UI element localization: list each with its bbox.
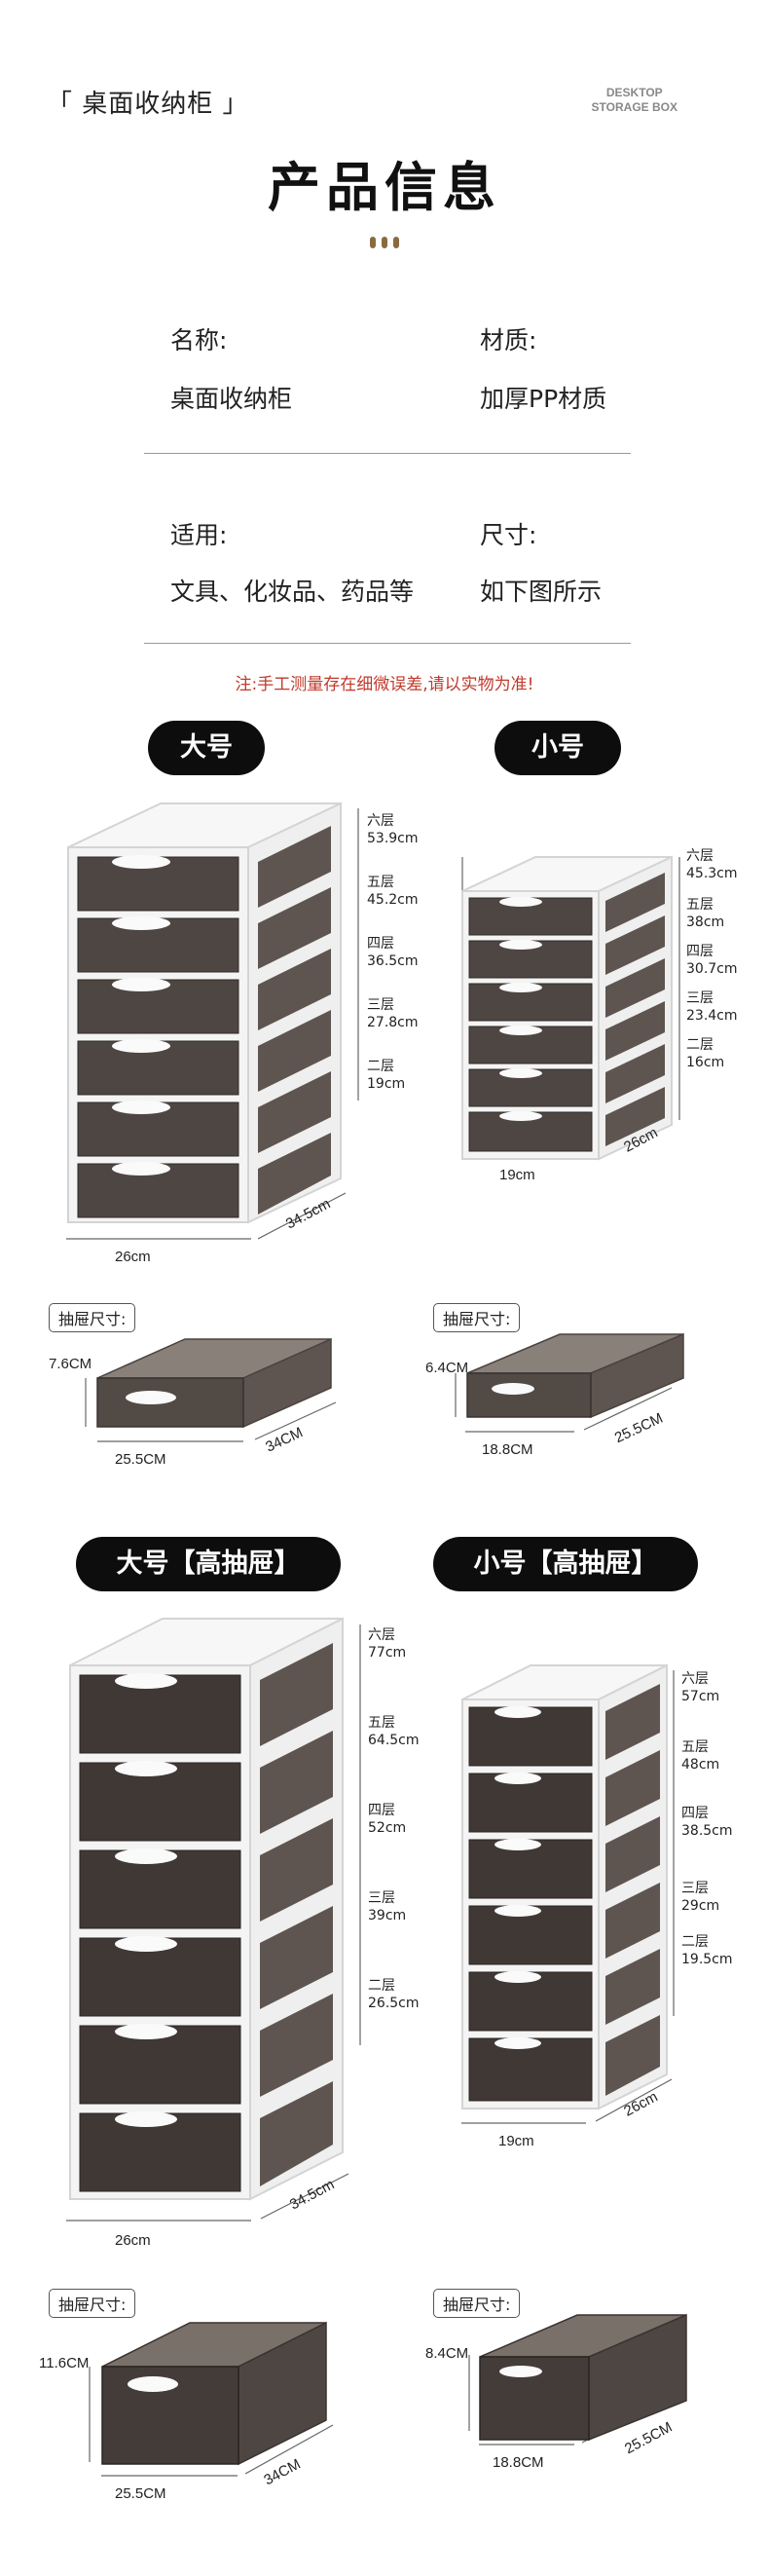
english-subtitle-line2: STORAGE BOX	[591, 100, 677, 114]
drawer-small-image	[459, 1325, 693, 1451]
cabinet-large-image	[58, 794, 350, 1232]
cabinet-small-image	[458, 847, 681, 1164]
name-value: 桌面收纳柜	[170, 385, 293, 413]
divider	[144, 453, 631, 454]
drawer-height-large-tall: 11.6CM	[39, 2355, 90, 2371]
divider	[144, 643, 631, 644]
width-label-large: 26cm	[115, 1249, 151, 1265]
drawer-size-tag-small: 抽屉尺寸:	[433, 1303, 521, 1332]
drawer-width-large-tall: 25.5CM	[115, 2485, 166, 2502]
drawer-width-small: 18.8CM	[482, 1441, 533, 1458]
cabinet-large-tall-image	[60, 1607, 352, 2211]
drawer-small-tall-image	[472, 2303, 696, 2459]
drawer-size-tag-large: 抽屉尺寸:	[49, 1303, 136, 1332]
drawer-width-small-tall: 18.8CM	[493, 2454, 544, 2471]
width-label-large-tall: 26cm	[115, 2232, 151, 2249]
drawer-large-tall-image	[92, 2298, 336, 2493]
decorative-dots	[0, 234, 769, 252]
width-label-small: 19cm	[499, 1167, 535, 1183]
size-label: 尺寸:	[480, 521, 537, 549]
name-label: 名称:	[170, 326, 228, 355]
english-subtitle: DESKTOP STORAGE BOX	[592, 86, 677, 115]
usage-value: 文具、化妆品、药品等	[170, 578, 415, 606]
size-value: 如下图所示	[480, 578, 603, 606]
pill-large-tall: 大号【高抽屉】	[76, 1537, 341, 1591]
english-subtitle-line1: DESKTOP	[605, 86, 663, 99]
usage-label: 适用:	[170, 521, 228, 549]
width-label-small-tall: 19cm	[498, 2133, 534, 2149]
drawer-size-tag-small-tall: 抽屉尺寸:	[433, 2289, 521, 2318]
page-title: 产品信息	[268, 157, 501, 218]
drawer-size-tag-large-tall: 抽屉尺寸:	[49, 2289, 136, 2318]
drawer-height-small: 6.4CM	[425, 1360, 469, 1376]
drawer-width-large: 25.5CM	[115, 1451, 166, 1468]
drawer-height-large: 7.6CM	[49, 1356, 92, 1372]
bracket-title: 「 桌面收纳柜 」	[47, 90, 249, 119]
material-label: 材质:	[480, 326, 537, 355]
drawer-height-small-tall: 8.4CM	[425, 2345, 469, 2362]
drawer-large-image	[88, 1320, 341, 1466]
material-value: 加厚PP材质	[480, 385, 607, 413]
measurement-note: 注:手工测量存在细微误差,请以实物为准!	[235, 675, 534, 694]
pill-large: 大号	[148, 721, 265, 775]
pill-small-tall: 小号【高抽屉】	[433, 1537, 698, 1591]
pill-small: 小号	[494, 721, 621, 775]
cabinet-small-tall-image	[458, 1656, 677, 2113]
